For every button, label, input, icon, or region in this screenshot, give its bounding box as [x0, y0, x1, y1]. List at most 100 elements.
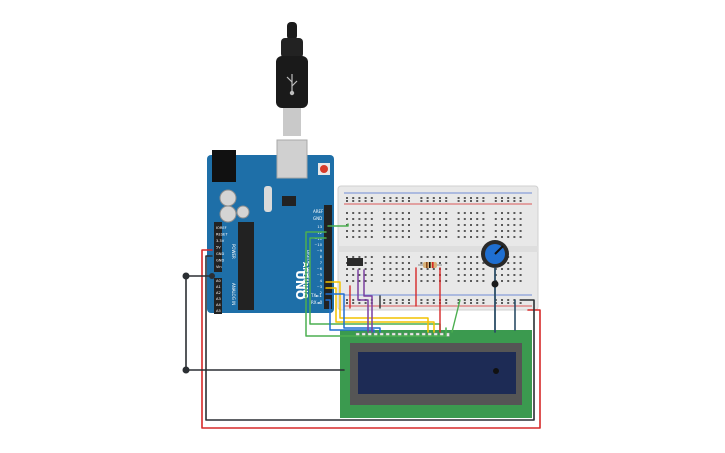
breadboard-hole[interactable]: [457, 299, 460, 301]
breadboard-hole[interactable]: [370, 230, 373, 232]
breadboard-hole[interactable]: [463, 262, 466, 264]
breadboard-hole[interactable]: [432, 268, 435, 270]
breadboard-hole[interactable]: [370, 212, 373, 214]
breadboard-hole[interactable]: [383, 200, 386, 202]
breadboard-hole[interactable]: [457, 230, 460, 232]
breadboard-hole[interactable]: [352, 230, 355, 232]
pot-junction-node[interactable]: [491, 280, 499, 288]
breadboard-hole[interactable]: [420, 197, 423, 199]
breadboard-hole[interactable]: [426, 212, 429, 214]
breadboard-hole[interactable]: [494, 197, 497, 199]
breadboard-hole[interactable]: [432, 197, 435, 199]
breadboard-hole[interactable]: [389, 274, 392, 276]
resistor[interactable]: [418, 262, 442, 268]
breadboard-hole[interactable]: [445, 302, 448, 304]
breadboard-hole[interactable]: [383, 236, 386, 238]
breadboard-hole[interactable]: [476, 268, 479, 270]
wire-red-5v[interactable]: [201, 249, 541, 429]
breadboard-hole[interactable]: [426, 236, 429, 238]
breadboard-hole[interactable]: [352, 236, 355, 238]
breadboard-hole[interactable]: [470, 280, 472, 282]
breadboard-hole[interactable]: [507, 236, 510, 238]
breadboard-hole[interactable]: [420, 299, 423, 301]
breadboard-hole[interactable]: [408, 230, 410, 232]
breadboard-hole[interactable]: [457, 218, 460, 220]
breadboard-hole[interactable]: [432, 224, 435, 226]
breadboard-hole[interactable]: [513, 230, 516, 232]
breadboard-hole[interactable]: [482, 262, 485, 264]
breadboard-hole[interactable]: [352, 268, 355, 270]
breadboard-hole[interactable]: [445, 212, 448, 214]
breadboard-hole[interactable]: [432, 256, 435, 258]
breadboard-hole[interactable]: [501, 268, 503, 270]
breadboard-hole[interactable]: [445, 262, 448, 264]
breadboard-hole[interactable]: [501, 236, 503, 238]
breadboard-hole[interactable]: [482, 200, 485, 202]
breadboard-hole[interactable]: [501, 230, 503, 232]
breadboard-hole[interactable]: [426, 256, 429, 258]
breadboard-hole[interactable]: [470, 299, 472, 301]
breadboard-hole[interactable]: [494, 236, 497, 238]
breadboard-hole[interactable]: [346, 218, 348, 220]
breadboard-hole[interactable]: [401, 200, 404, 202]
breadboard-hole[interactable]: [364, 274, 367, 276]
breadboard-hole[interactable]: [352, 299, 355, 301]
breadboard-hole[interactable]: [346, 274, 348, 276]
breadboard-hole[interactable]: [364, 230, 367, 232]
breadboard-hole[interactable]: [358, 274, 361, 276]
breadboard-hole[interactable]: [519, 256, 522, 258]
breadboard-hole[interactable]: [358, 230, 361, 232]
breadboard-hole[interactable]: [364, 302, 367, 304]
breadboard-hole[interactable]: [370, 262, 373, 264]
wire-black-lcd-gnd[interactable]: [185, 275, 345, 371]
breadboard-hole[interactable]: [401, 218, 404, 220]
breadboard-hole[interactable]: [389, 299, 392, 301]
breadboard-hole[interactable]: [383, 280, 386, 282]
breadboard-hole[interactable]: [463, 230, 466, 232]
breadboard-hole[interactable]: [420, 200, 423, 202]
breadboard-hole[interactable]: [420, 218, 423, 220]
breadboard-hole[interactable]: [482, 280, 485, 282]
breadboard-hole[interactable]: [513, 218, 516, 220]
breadboard-hole[interactable]: [395, 197, 398, 199]
breadboard-hole[interactable]: [383, 268, 386, 270]
breadboard-hole[interactable]: [457, 200, 460, 202]
breadboard-hole[interactable]: [420, 302, 423, 304]
breadboard-hole[interactable]: [364, 262, 367, 264]
breadboard-hole[interactable]: [463, 236, 466, 238]
breadboard-hole[interactable]: [395, 302, 398, 304]
breadboard-hole[interactable]: [408, 268, 410, 270]
breadboard-hole[interactable]: [401, 236, 404, 238]
breadboard-hole[interactable]: [463, 256, 466, 258]
breadboard-hole[interactable]: [364, 280, 367, 282]
breadboard-hole[interactable]: [470, 218, 472, 220]
breadboard-hole[interactable]: [352, 302, 355, 304]
lcd-16x2[interactable]: [340, 330, 532, 418]
breadboard-hole[interactable]: [370, 280, 373, 282]
breadboard-hole[interactable]: [389, 268, 392, 270]
breadboard-hole[interactable]: [470, 224, 472, 226]
breadboard-hole[interactable]: [389, 236, 392, 238]
breadboard-hole[interactable]: [408, 224, 410, 226]
breadboard-hole[interactable]: [519, 302, 522, 304]
breadboard-hole[interactable]: [401, 224, 404, 226]
breadboard-hole[interactable]: [501, 200, 503, 202]
wire-blue-2[interactable]: [325, 299, 375, 333]
breadboard-hole[interactable]: [420, 212, 423, 214]
breadboard-hole[interactable]: [389, 256, 392, 258]
breadboard-hole[interactable]: [439, 200, 441, 202]
breadboard-hole[interactable]: [519, 212, 522, 214]
potentiometer[interactable]: [481, 240, 509, 268]
breadboard-hole[interactable]: [370, 200, 373, 202]
breadboard-hole[interactable]: [426, 280, 429, 282]
breadboard-hole[interactable]: [439, 230, 441, 232]
junction-node-1[interactable]: [182, 272, 190, 280]
breadboard-hole[interactable]: [364, 218, 367, 220]
breadboard-hole[interactable]: [364, 268, 367, 270]
breadboard-hole[interactable]: [358, 212, 361, 214]
breadboard-hole[interactable]: [501, 274, 503, 276]
breadboard-hole[interactable]: [420, 268, 423, 270]
breadboard-hole[interactable]: [507, 274, 510, 276]
breadboard-hole[interactable]: [507, 212, 510, 214]
